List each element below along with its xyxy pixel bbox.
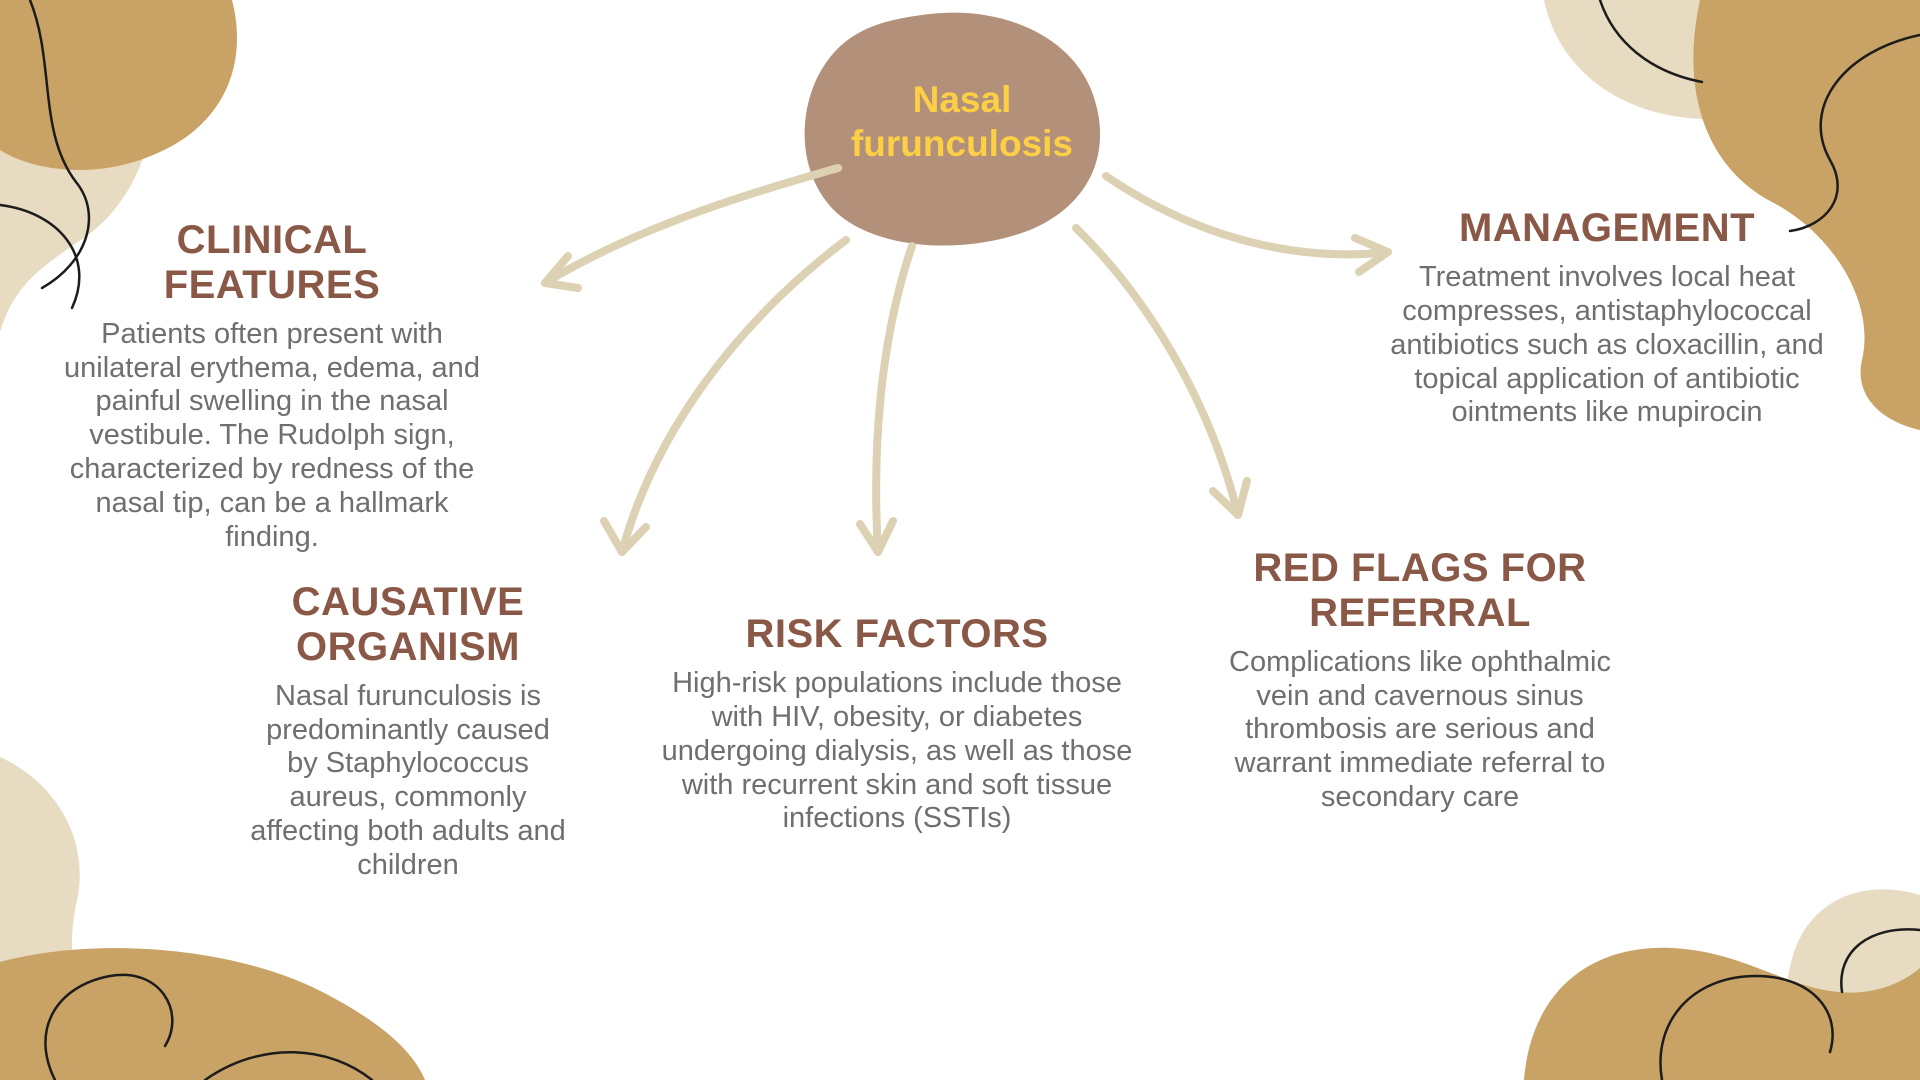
node-body-causative-organism: Nasal furunculosis is predominantly caus…	[250, 679, 566, 882]
node-management: MANAGEMENT Treatment involves local heat…	[1357, 206, 1857, 430]
arrowhead-clinical-features	[541, 252, 582, 292]
arrow-to-risk-factors	[872, 242, 916, 556]
corner-blob-top-right-tan	[1693, 0, 1920, 430]
corner-outline-bottom-left-2	[203, 1051, 374, 1080]
arrowhead-risk-factors	[856, 517, 897, 556]
node-title-red-flags: RED FLAGS FOR REFERRAL	[1253, 546, 1587, 635]
node-title-management: MANAGEMENT	[1458, 206, 1756, 250]
corner-blob-top-left-tan	[0, 0, 237, 170]
arrowhead-management	[1351, 234, 1392, 276]
node-body-risk-factors: High-risk populations include those with…	[661, 666, 1133, 835]
node-body-clinical-features: Patients often present with unilateral e…	[64, 317, 480, 554]
arrow-to-causative-organism	[618, 236, 850, 556]
arrowhead-causative-organism	[600, 517, 650, 556]
corner-blob-bottom-right-tan	[1524, 947, 1920, 1080]
corner-blob-bottom-left-tan	[0, 948, 425, 1080]
node-causative-organism: CAUSATIVE ORGANISM Nasal furunculosis is…	[228, 580, 588, 883]
node-body-management: Treatment involves local heat compresses…	[1390, 260, 1824, 429]
arrow-to-red-flags	[1072, 224, 1242, 519]
node-red-flags-for-referral: RED FLAGS FOR REFERRAL Complications lik…	[1210, 546, 1630, 815]
corner-outline-bottom-left	[44, 973, 174, 1080]
arrow-to-clinical-features	[541, 164, 842, 287]
node-risk-factors: RISK FACTORS High-risk populations inclu…	[647, 612, 1147, 836]
node-body-red-flags: Complications like ophthalmic vein and c…	[1229, 645, 1611, 814]
node-title-risk-factors: RISK FACTORS	[745, 612, 1049, 656]
central-topic-blob	[804, 12, 1101, 246]
central-topic-title: Nasal furunculosis	[850, 79, 1074, 164]
corner-outline-top-left-2	[0, 203, 81, 310]
corner-outline-top-right	[1788, 33, 1920, 233]
arrowhead-red-flags	[1209, 477, 1251, 519]
corner-outline-top-right-2	[1598, 0, 1704, 84]
node-clinical-features: CLINICAL FEATURES Patients often present…	[64, 218, 480, 555]
node-title-causative-organism: CAUSATIVE ORGANISM	[291, 580, 525, 669]
corner-outline-bottom-right-2	[1840, 928, 1920, 994]
corner-outline-bottom-right	[1659, 974, 1834, 1080]
node-title-clinical-features: CLINICAL FEATURES	[163, 218, 381, 307]
arrow-to-management	[1102, 172, 1392, 259]
